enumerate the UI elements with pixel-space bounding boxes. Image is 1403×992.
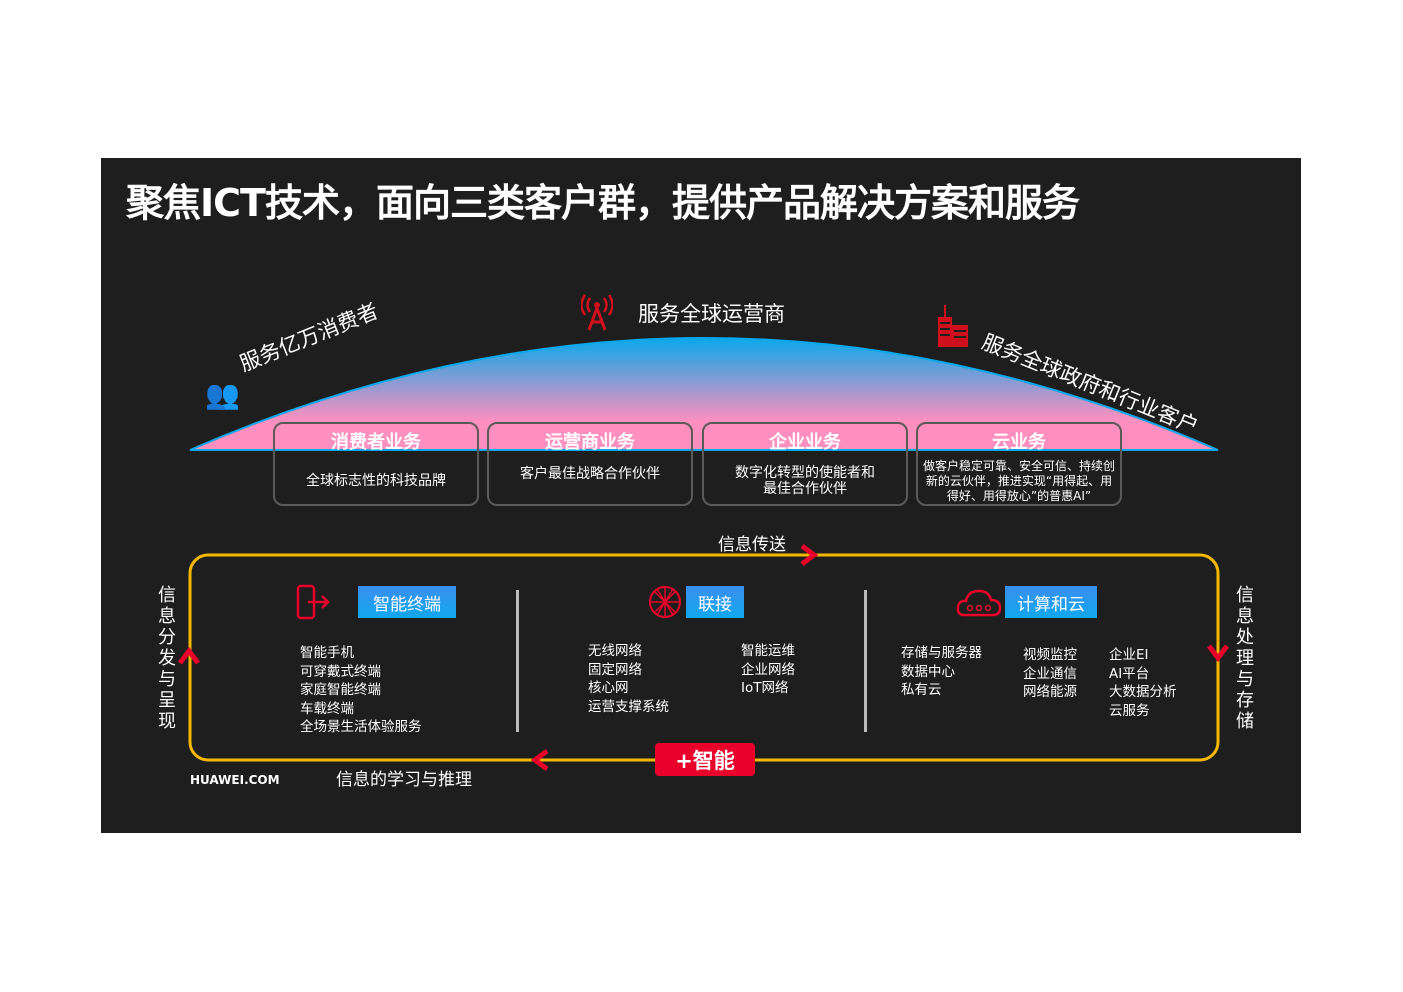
cloud-icon xyxy=(956,589,1002,617)
slide: 聚焦ICT技术，面向三类客户群，提供产品解决方案和服务 👥 服务亿万消费者 服务… xyxy=(101,158,1301,833)
loop-left-label: 信息分发与呈现 xyxy=(158,585,176,732)
card-desc: 客户最佳战略合作伙伴 xyxy=(520,466,660,482)
tag-computing-cloud: 计算和云 xyxy=(1005,586,1097,618)
list-item: 企业通信 xyxy=(1023,665,1077,682)
arrow-right-icon xyxy=(800,544,819,566)
list-item: 企业网络 xyxy=(741,661,795,678)
list-item: 可穿戴式终端 xyxy=(300,663,381,680)
card-carrier: 运营商业务客户最佳战略合作伙伴 xyxy=(487,422,693,506)
list-item: 存储与服务器 xyxy=(901,645,982,661)
antenna-icon xyxy=(581,294,613,331)
arrow-up-icon xyxy=(178,646,200,665)
list-cloud-2: 视频监控企业通信网络能源 xyxy=(1023,646,1077,702)
list-item: 大数据分析 xyxy=(1109,684,1177,700)
phone-icon xyxy=(296,584,330,620)
tag-smart-devices: 智能终端 xyxy=(358,586,456,618)
card-title: 企业业务 xyxy=(769,432,841,453)
list-item: 智能手机 xyxy=(300,645,354,661)
list-item: 数据中心 xyxy=(901,663,955,680)
card-desc: 全球标志性的科技品牌 xyxy=(306,473,446,489)
list-item: 视频监控 xyxy=(1023,647,1077,663)
page-title: 聚焦ICT技术，面向三类客户群，提供产品解决方案和服务 xyxy=(126,181,1080,225)
building-icon xyxy=(938,305,968,347)
loop-bottom-label: 信息的学习与推理 xyxy=(336,770,472,790)
list-devices: 智能手机可穿戴式终端家庭智能终端车载终端全场景生活体验服务 xyxy=(300,644,422,737)
list-item: 车载终端 xyxy=(300,700,354,717)
card-consumer: 消费者业务全球标志性的科技品牌 xyxy=(273,422,479,506)
card-desc: 数字化转型的使能者和最佳合作伙伴 xyxy=(735,465,875,497)
tag-connectivity: 联接 xyxy=(686,586,744,618)
list-item: 家庭智能终端 xyxy=(300,682,381,698)
list-cloud-3: 企业EI AI平台大数据分析云服务 xyxy=(1109,646,1177,720)
divider xyxy=(864,590,867,732)
arrow-left-icon xyxy=(530,749,549,771)
card-enterprise: 企业业务数字化转型的使能者和最佳合作伙伴 xyxy=(702,422,908,506)
card-title: 云业务 xyxy=(992,432,1046,453)
intelligence-badge: +智能 xyxy=(655,743,755,776)
arrow-down-icon xyxy=(1207,644,1229,663)
arc-label-carriers: 服务全球运营商 xyxy=(638,302,785,326)
card-desc: 做客户稳定可靠、安全可信、持续创新的云伙伴，推进实现“用得起、用得好、用得放心”… xyxy=(922,458,1115,503)
network-icon xyxy=(649,586,681,618)
list-item: 企业EI xyxy=(1109,647,1149,663)
list-item: AI平台 xyxy=(1109,665,1150,682)
list-item: 运营支撑系统 xyxy=(588,698,669,715)
footer-url[interactable]: HUAWEI.COM xyxy=(190,773,280,787)
list-item: 智能运维 xyxy=(741,643,795,659)
list-item: 固定网络 xyxy=(588,661,642,678)
list-item: 云服务 xyxy=(1109,702,1150,719)
consumers-icon: 👥 xyxy=(205,378,240,411)
loop-right-label: 信息处理与存储 xyxy=(1236,585,1254,732)
list-connectivity-1: 无线网络固定网络核心网运营支撑系统 xyxy=(588,642,669,716)
list-item: 网络能源 xyxy=(1023,684,1077,700)
list-connectivity-2: 智能运维企业网络 IoT网络 xyxy=(741,642,795,698)
list-item: 核心网 xyxy=(588,680,629,696)
divider xyxy=(516,590,519,732)
list-item: 无线网络 xyxy=(588,643,642,659)
card-cloud: 云业务做客户稳定可靠、安全可信、持续创新的云伙伴，推进实现“用得起、用得好、用得… xyxy=(916,422,1122,506)
card-title: 消费者业务 xyxy=(331,432,421,453)
loop-top-label: 信息传送 xyxy=(718,535,786,555)
list-item: 全场景生活体验服务 xyxy=(300,719,422,735)
list-item: IoT网络 xyxy=(741,680,789,696)
list-cloud-1: 存储与服务器数据中心私有云 xyxy=(901,644,982,700)
card-title: 运营商业务 xyxy=(545,432,635,453)
list-item: 私有云 xyxy=(901,682,942,698)
